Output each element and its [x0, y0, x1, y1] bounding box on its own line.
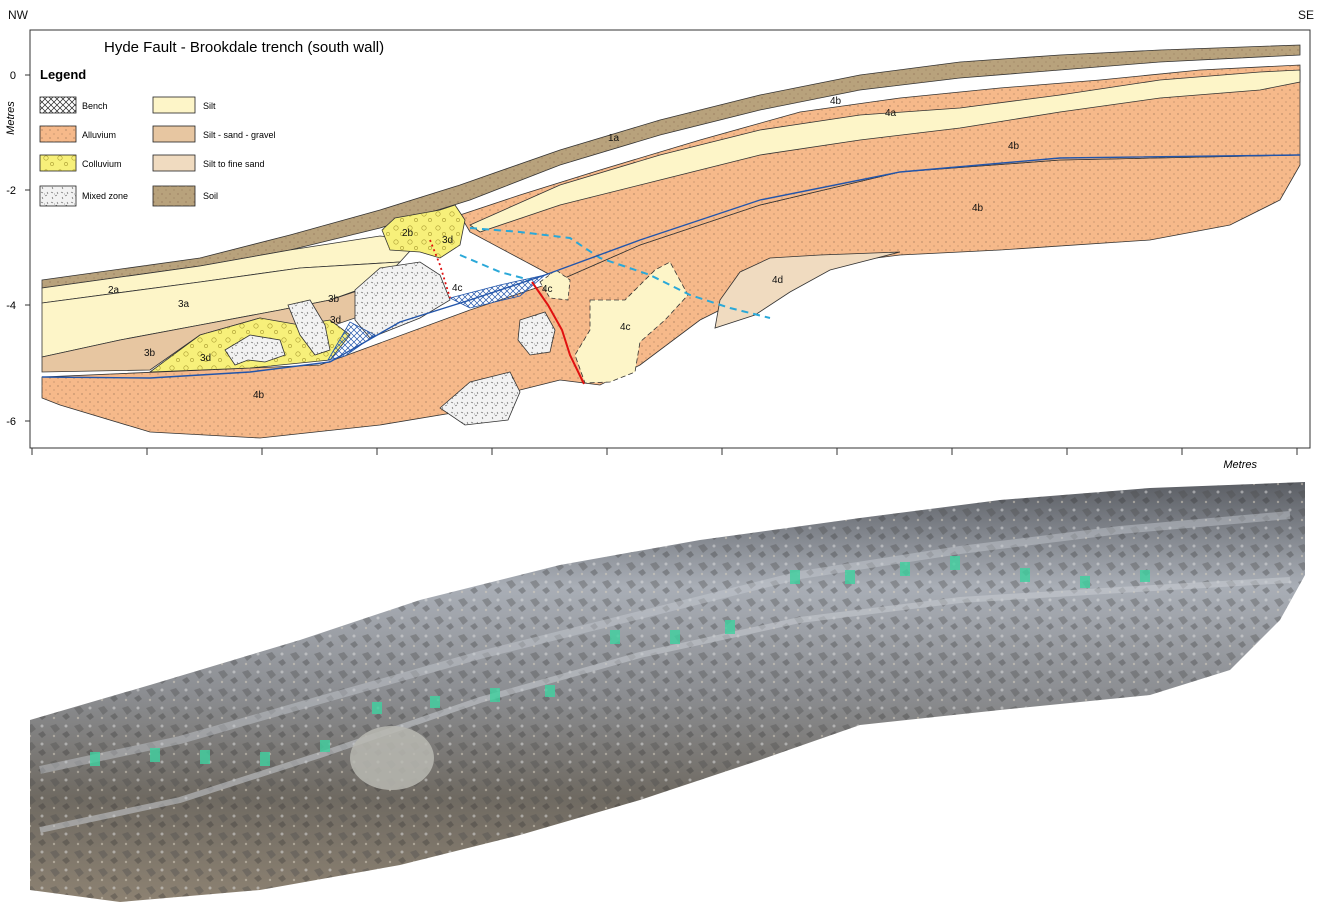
unit-label: 1a [608, 133, 620, 144]
unit-label: 4b [1008, 141, 1020, 152]
y-axis [25, 75, 30, 421]
unit-label: 3d [442, 235, 453, 246]
legend-label: Bench [82, 101, 108, 111]
legend-swatch [153, 126, 195, 142]
y-tick-label: 0 [10, 70, 16, 82]
x-axis-label: Metres [1223, 459, 1257, 470]
unit-label: 2b [402, 228, 414, 239]
unit-label: 4c [620, 322, 631, 333]
unit-label: 4b [253, 390, 265, 401]
unit-label: 3a [178, 299, 190, 310]
y-tick-label: -4 [6, 300, 16, 312]
unit-label: 3b [328, 294, 340, 305]
unit-label: 4d [772, 275, 783, 286]
legend-label: Soil [203, 191, 218, 201]
legend-label: Silt [203, 101, 216, 111]
unit-label: 4c [542, 284, 553, 295]
unit-label: 4a [885, 108, 897, 119]
legend-label: Silt - sand - gravel [203, 130, 276, 140]
unit-label: 2a [108, 285, 120, 296]
trench-photomosaic [0, 470, 1324, 912]
y-tick-label: -6 [6, 416, 16, 428]
unit-label: 4b [972, 203, 984, 214]
legend-swatch [153, 155, 195, 171]
unit-label: 3d [200, 353, 211, 364]
unit-label: 3b [144, 348, 156, 359]
legend-swatch [40, 97, 76, 113]
legend-label: Colluvium [82, 159, 122, 169]
legend-label: Alluvium [82, 130, 116, 140]
y-tick-label: -2 [6, 185, 16, 197]
legend-title: Legend [40, 67, 86, 82]
legend-swatch [153, 97, 195, 113]
unit-label: 3d [330, 315, 341, 326]
trench-log-diagram: 0 -2 -4 -6 Metres Metres [0, 0, 1324, 470]
x-axis-ticks [32, 448, 1297, 455]
unit-label: 4b [830, 96, 842, 107]
y-axis-label: Metres [5, 101, 17, 135]
diagram-title: Hyde Fault - Brookdale trench (south wal… [104, 39, 384, 56]
legend-label: Silt to fine sand [203, 159, 265, 169]
legend-swatch [40, 186, 76, 206]
unit-label: 4c [452, 283, 463, 294]
legend-label: Mixed zone [82, 191, 128, 201]
